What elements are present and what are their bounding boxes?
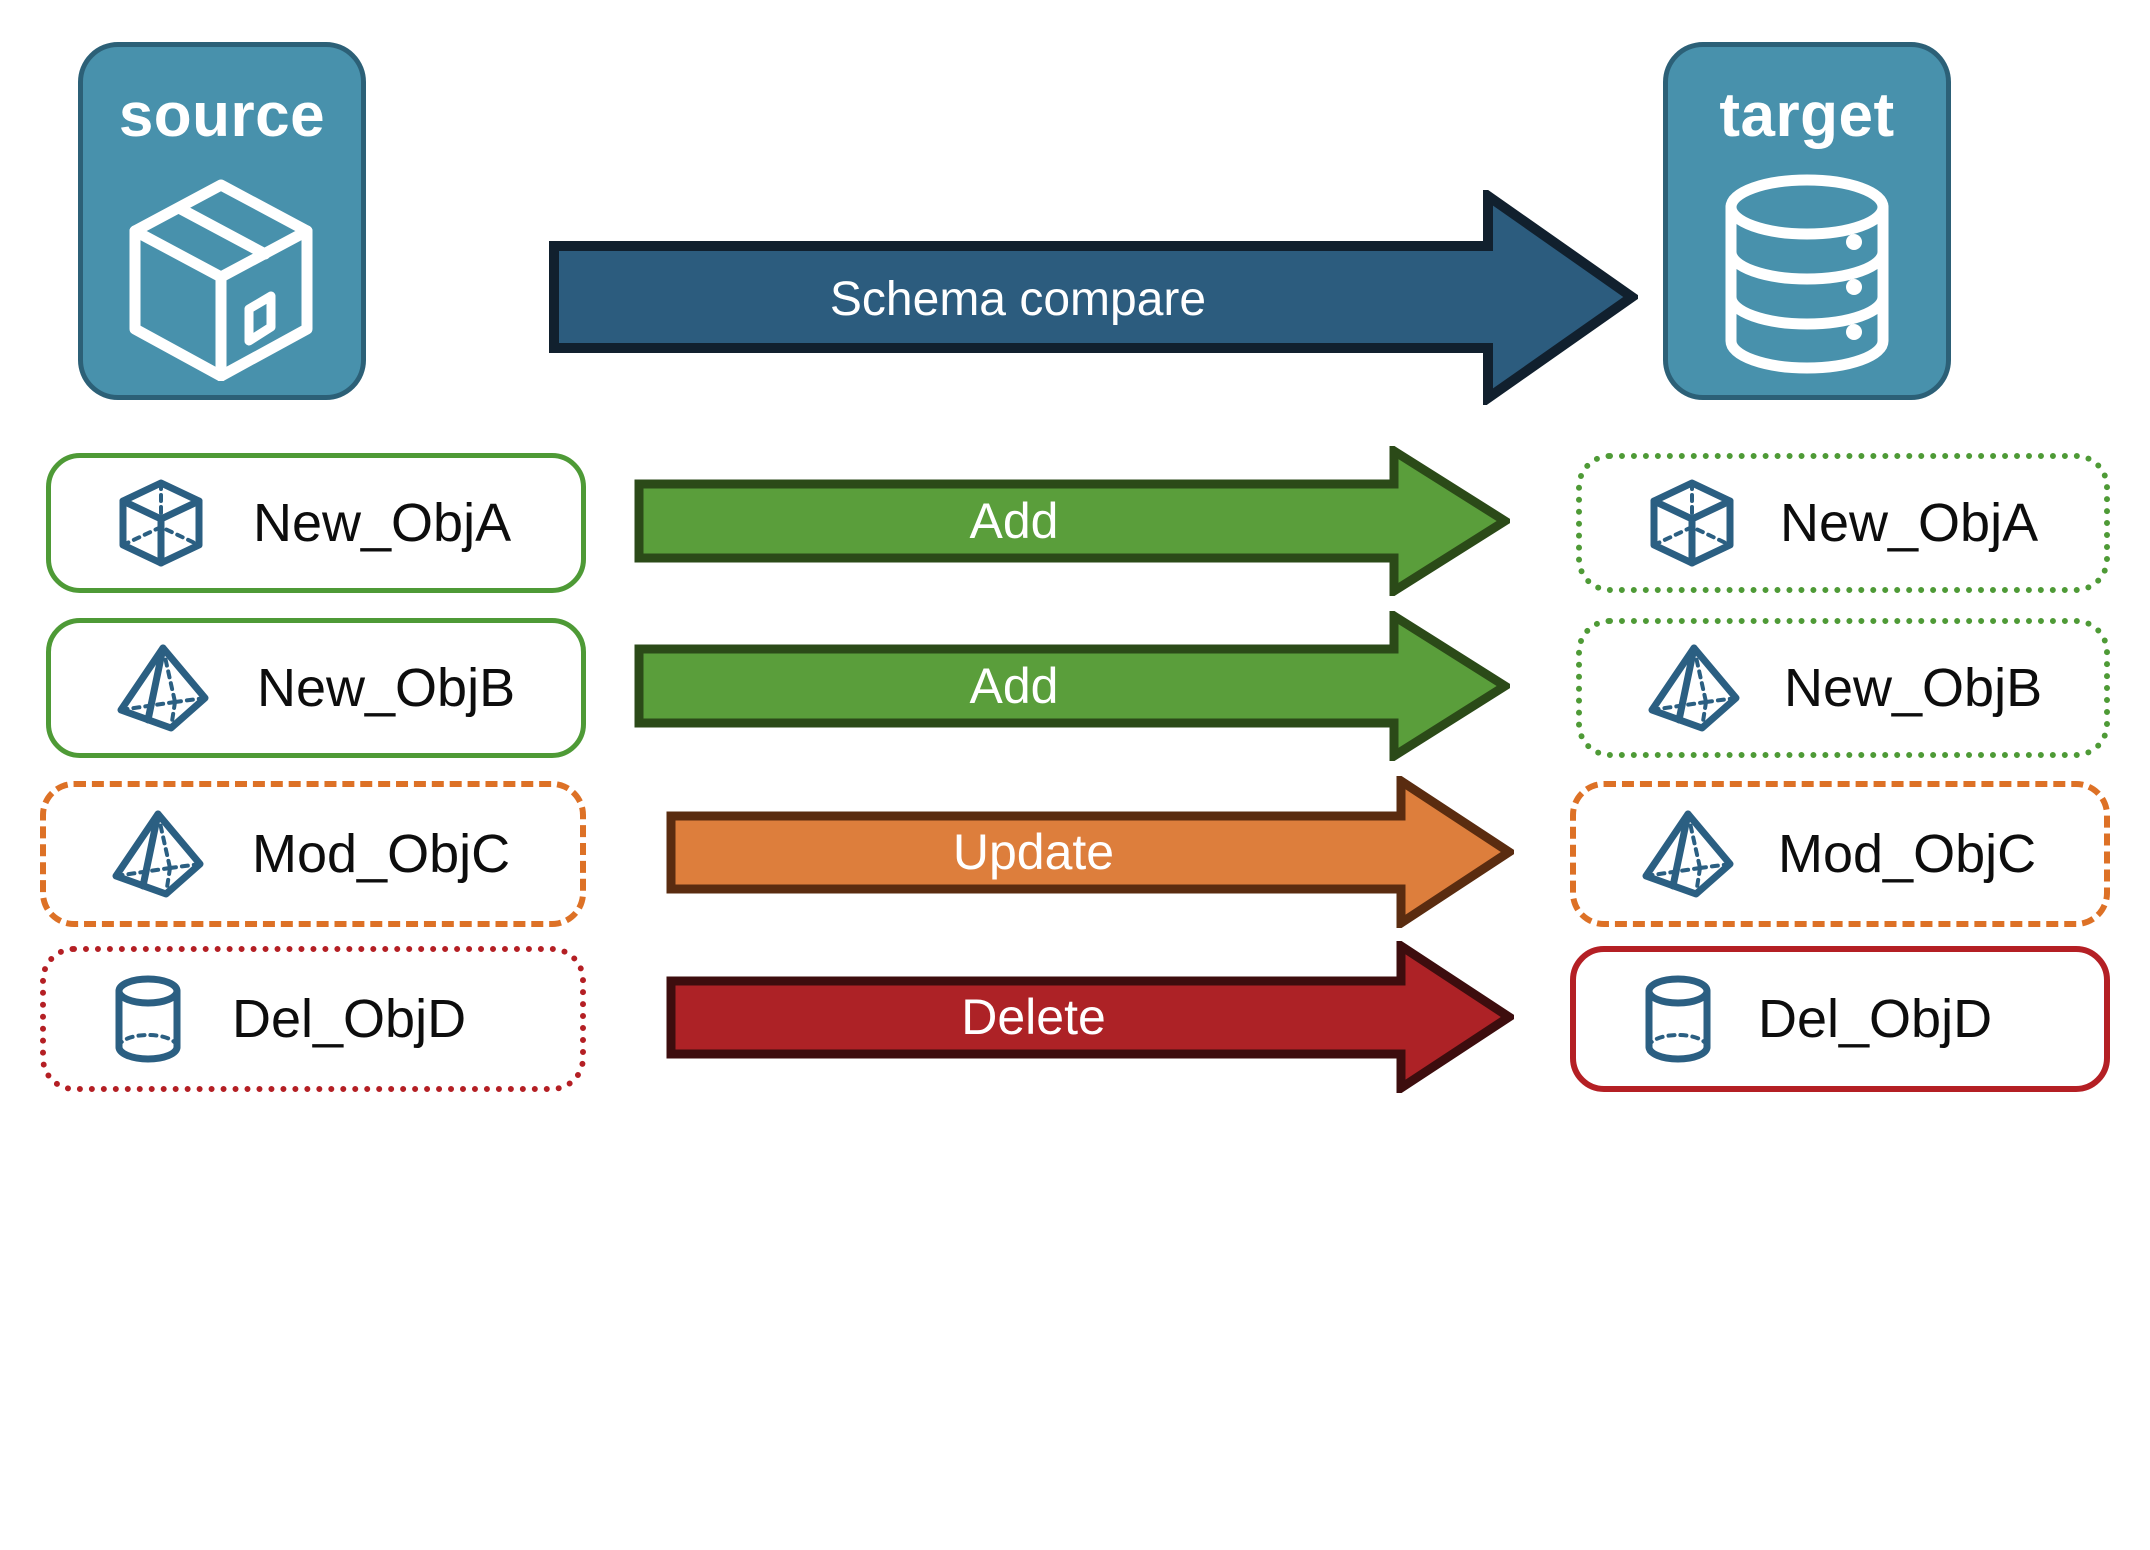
pyramid-wireframe-icon	[1644, 640, 1744, 736]
source-object-card[interactable]: New_ObjA	[46, 453, 586, 593]
right-arrow-icon	[634, 442, 1514, 600]
source-object-card[interactable]: New_ObjB	[46, 618, 586, 758]
delete-arrow[interactable]: Delete	[666, 937, 1518, 1097]
update-arrow-label: Update	[952, 824, 1115, 880]
add-arrow[interactable]: Add	[634, 607, 1514, 765]
box-icon	[117, 169, 327, 386]
add-arrow[interactable]: Add	[634, 442, 1514, 600]
pyramid-wireframe-icon	[108, 806, 208, 902]
pyramid-wireframe-icon	[113, 640, 213, 736]
target-object-label: Del_ObjD	[1758, 989, 1993, 1049]
cylinder-wireframe-icon	[108, 971, 188, 1067]
right-arrow-icon	[666, 772, 1518, 932]
cube-wireframe-icon	[1644, 475, 1740, 571]
add-arrow-label: Add	[969, 493, 1059, 549]
source-object-card[interactable]: Del_ObjD	[40, 946, 586, 1092]
target-object-card[interactable]: Del_ObjD	[1570, 946, 2110, 1092]
source-title: source	[118, 81, 326, 150]
update-arrow[interactable]: Update	[666, 772, 1518, 932]
source-object-label: New_ObjB	[257, 658, 516, 718]
add-arrow-label: Add	[969, 658, 1059, 714]
schema-compare-arrow[interactable]: Schema compare	[548, 186, 1641, 408]
cylinder-wireframe-icon	[1638, 971, 1718, 1067]
target-title: target	[1719, 81, 1895, 150]
source-object-label: Del_ObjD	[232, 989, 467, 1049]
delete-arrow-label: Delete	[961, 989, 1106, 1045]
target-object-card[interactable]: New_ObjA	[1576, 453, 2110, 593]
source-object-label: Mod_ObjC	[252, 824, 511, 884]
source-object-card[interactable]: Mod_ObjC	[40, 781, 586, 927]
right-arrow-icon	[666, 937, 1518, 1097]
target-endpoint-card[interactable]: target	[1663, 42, 1951, 400]
source-endpoint-card[interactable]: source	[78, 42, 366, 400]
target-object-label: Mod_ObjC	[1778, 824, 2037, 884]
target-object-card[interactable]: New_ObjB	[1576, 618, 2110, 758]
schema-compare-label: Schema compare	[829, 273, 1207, 326]
target-object-label: New_ObjB	[1784, 658, 2043, 718]
right-arrow-icon	[634, 607, 1514, 765]
right-arrow-icon	[549, 186, 1641, 408]
pyramid-wireframe-icon	[1638, 806, 1738, 902]
source-object-label: New_ObjA	[253, 493, 512, 553]
cube-wireframe-icon	[113, 475, 209, 571]
database-cylinder-icon	[1702, 169, 1912, 386]
target-object-label: New_ObjA	[1780, 493, 2039, 553]
target-object-card[interactable]: Mod_ObjC	[1570, 781, 2110, 927]
